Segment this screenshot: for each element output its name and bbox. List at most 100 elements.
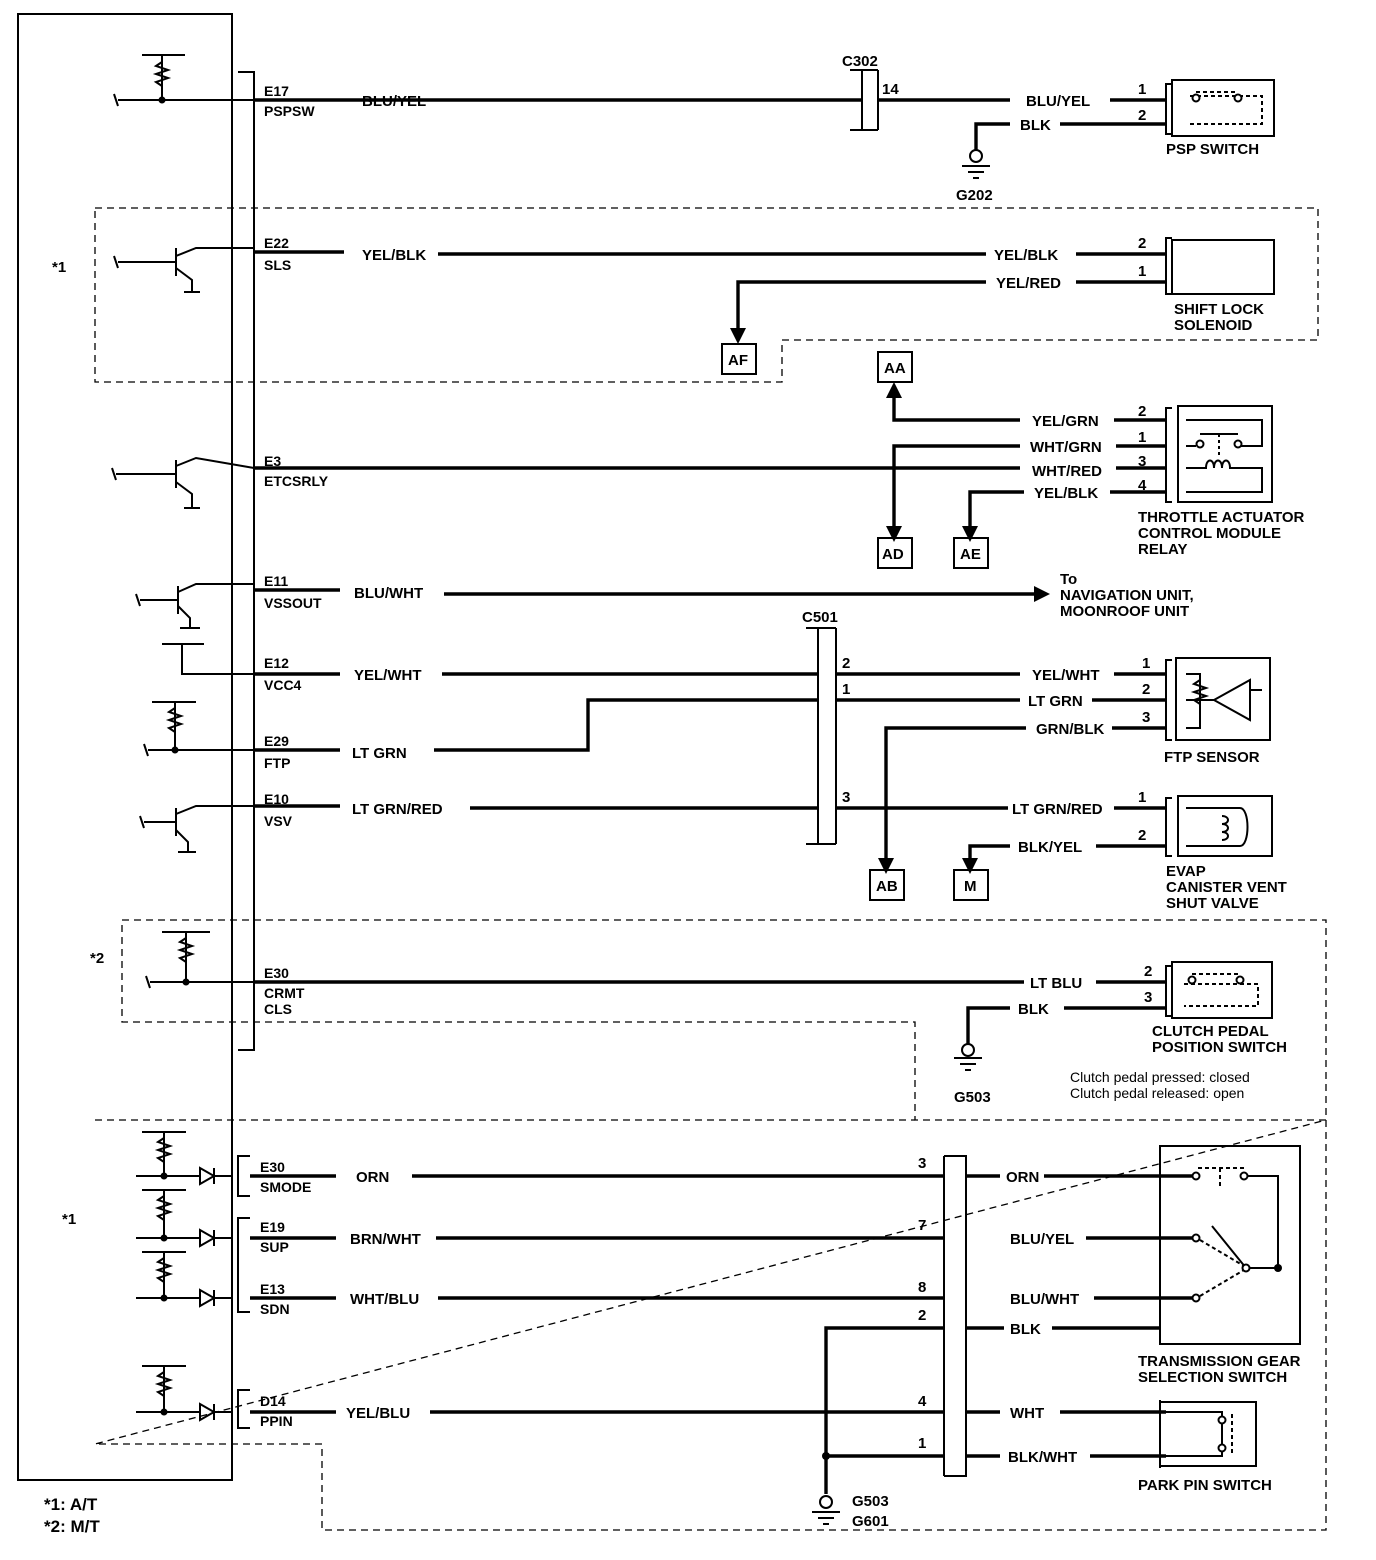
ground-label-g601: G601 bbox=[852, 1513, 889, 1530]
component-label-park-pin: PARK PIN SWITCH bbox=[1138, 1477, 1272, 1494]
pin-tgss-8: 8 bbox=[918, 1279, 926, 1296]
pin-ftp-1: 1 bbox=[1142, 655, 1150, 672]
svg-text:ETCSRLY: ETCSRLY bbox=[264, 473, 329, 489]
connector-bracket-d14 bbox=[237, 1389, 250, 1429]
pin-tacm-3: 3 bbox=[1138, 453, 1146, 470]
svg-text:FTP: FTP bbox=[264, 755, 290, 771]
svg-text:E17: E17 bbox=[264, 83, 289, 99]
svg-text:E3: E3 bbox=[264, 453, 281, 469]
internal-resistor-e30-mt bbox=[145, 931, 254, 989]
note-mt-marker: *2 bbox=[90, 950, 104, 967]
ref-box-ab bbox=[869, 869, 905, 901]
ref-box-ae bbox=[953, 537, 989, 569]
pin-tacm-2: 2 bbox=[1138, 403, 1146, 420]
wire-label-blu-wht: BLU/WHT bbox=[354, 585, 423, 602]
component-label-evap: CANISTER VENT bbox=[1166, 879, 1287, 896]
connector-c302-label: C302 bbox=[842, 53, 878, 70]
svg-text:E22: E22 bbox=[264, 235, 289, 251]
wire-label-orn: ORN bbox=[1006, 1169, 1039, 1186]
svg-text:VCC4: VCC4 bbox=[264, 677, 302, 693]
svg-text:CLS: CLS bbox=[264, 1001, 292, 1017]
tacm-connector bbox=[1165, 407, 1172, 503]
wire-label-yel-blu: YEL/BLU bbox=[346, 1405, 410, 1422]
wire-label-blk-yel: BLK/YEL bbox=[1018, 839, 1082, 856]
connector-bracket-e30 bbox=[237, 1155, 250, 1197]
wire-label-wht-grn: WHT/GRN bbox=[1030, 439, 1102, 456]
internal-transistor-e22 bbox=[113, 247, 254, 293]
arrow-to-m bbox=[962, 858, 978, 874]
internal-resistor-e17 bbox=[113, 54, 254, 107]
wire-psp-ground bbox=[974, 122, 1166, 152]
sls-connector bbox=[1165, 237, 1172, 295]
pin-evap-2: 2 bbox=[1138, 827, 1146, 844]
svg-text:E13: E13 bbox=[260, 1281, 285, 1297]
wire-label-grn-blk: GRN/BLK bbox=[1036, 721, 1104, 738]
ground-label-g503: G503 bbox=[852, 1493, 889, 1510]
component-label-shift-lock: SHIFT LOCK bbox=[1174, 301, 1264, 318]
svg-text:E12: E12 bbox=[264, 655, 289, 671]
pin-c302-14: 14 bbox=[882, 81, 899, 98]
pin-ftp-2: 2 bbox=[1142, 681, 1150, 698]
svg-text:SMODE: SMODE bbox=[260, 1179, 311, 1195]
wire-label-lt-grn-red: LT GRN/RED bbox=[1012, 801, 1103, 818]
pin-psp-1: 1 bbox=[1138, 81, 1146, 98]
clutch-connector bbox=[1165, 965, 1172, 1017]
svg-text:VSSOUT: VSSOUT bbox=[264, 595, 322, 611]
psp-connector bbox=[1165, 83, 1172, 135]
legend-mt: *2: M/T bbox=[44, 1517, 100, 1536]
wire-label-lt-grn-red: LT GRN/RED bbox=[352, 801, 443, 818]
svg-text:E30: E30 bbox=[260, 1159, 285, 1175]
internal-resistor-e29 bbox=[143, 701, 254, 757]
ground-symbol-g503 bbox=[954, 1043, 982, 1071]
svg-text:E19: E19 bbox=[260, 1219, 285, 1235]
svg-text:E11: E11 bbox=[264, 573, 288, 589]
note-at-marker: *1 bbox=[52, 259, 66, 276]
tacm-relay bbox=[1177, 405, 1273, 503]
note-at-marker: *1 bbox=[62, 1211, 76, 1228]
wire-label-blu-yel: BLU/YEL bbox=[1010, 1231, 1074, 1248]
connector-c501 bbox=[806, 627, 837, 845]
clutch-note: Clutch pedal pressed: closed bbox=[1070, 1069, 1250, 1085]
pin-tgss-3: 3 bbox=[918, 1155, 926, 1172]
ecm-connector-bar bbox=[238, 71, 255, 1051]
clutch-pedal-switch bbox=[1171, 961, 1273, 1019]
pin-c501-1: 1 bbox=[842, 681, 850, 698]
ref-aa: AA bbox=[884, 360, 906, 377]
component-label-ftp-sensor: FTP SENSOR bbox=[1164, 749, 1260, 766]
wire-grn-blk-ab bbox=[884, 726, 1166, 860]
wire-label-lt-grn: LT GRN bbox=[352, 745, 407, 762]
component-label-clutch: CLUTCH PEDAL bbox=[1152, 1023, 1269, 1040]
wire-label-orn: ORN bbox=[356, 1169, 389, 1186]
wire-label-wht-red: WHT/RED bbox=[1032, 463, 1102, 480]
pin-ftp-3: 3 bbox=[1142, 709, 1150, 726]
wire-e22 bbox=[254, 250, 1166, 256]
arrow-to-ab bbox=[878, 858, 894, 874]
pin-c501-3: 3 bbox=[842, 789, 850, 806]
connector-bottom-junction bbox=[943, 1155, 967, 1477]
wire-label-blk: BLK bbox=[1010, 1321, 1041, 1338]
ground-symbol-g503-g601 bbox=[812, 1495, 840, 1525]
internal-transistor-e11 bbox=[135, 583, 254, 675]
wire-label-blk: BLK bbox=[1020, 117, 1051, 134]
svg-text:E29: E29 bbox=[264, 733, 289, 749]
svg-text:E30: E30 bbox=[264, 965, 289, 981]
ref-ad: AD bbox=[882, 546, 904, 563]
shift-lock-solenoid bbox=[1171, 239, 1275, 295]
splice-point bbox=[822, 1452, 830, 1460]
connector-c501-label: C501 bbox=[802, 609, 838, 626]
wire-label-yel-wht: YEL/WHT bbox=[354, 667, 422, 684]
component-label-tgss: SELECTION SWITCH bbox=[1138, 1369, 1287, 1386]
component-label-evap: EVAP bbox=[1166, 863, 1206, 880]
internal-transistor-e3 bbox=[111, 456, 255, 509]
pin-psp-2: 2 bbox=[1138, 107, 1146, 124]
internal-diode-inputs bbox=[136, 1131, 232, 1422]
ground-symbol-g202 bbox=[962, 149, 990, 179]
ftp-sensor bbox=[1175, 657, 1271, 741]
wire-label-blu-yel: BLU/YEL bbox=[362, 93, 426, 110]
